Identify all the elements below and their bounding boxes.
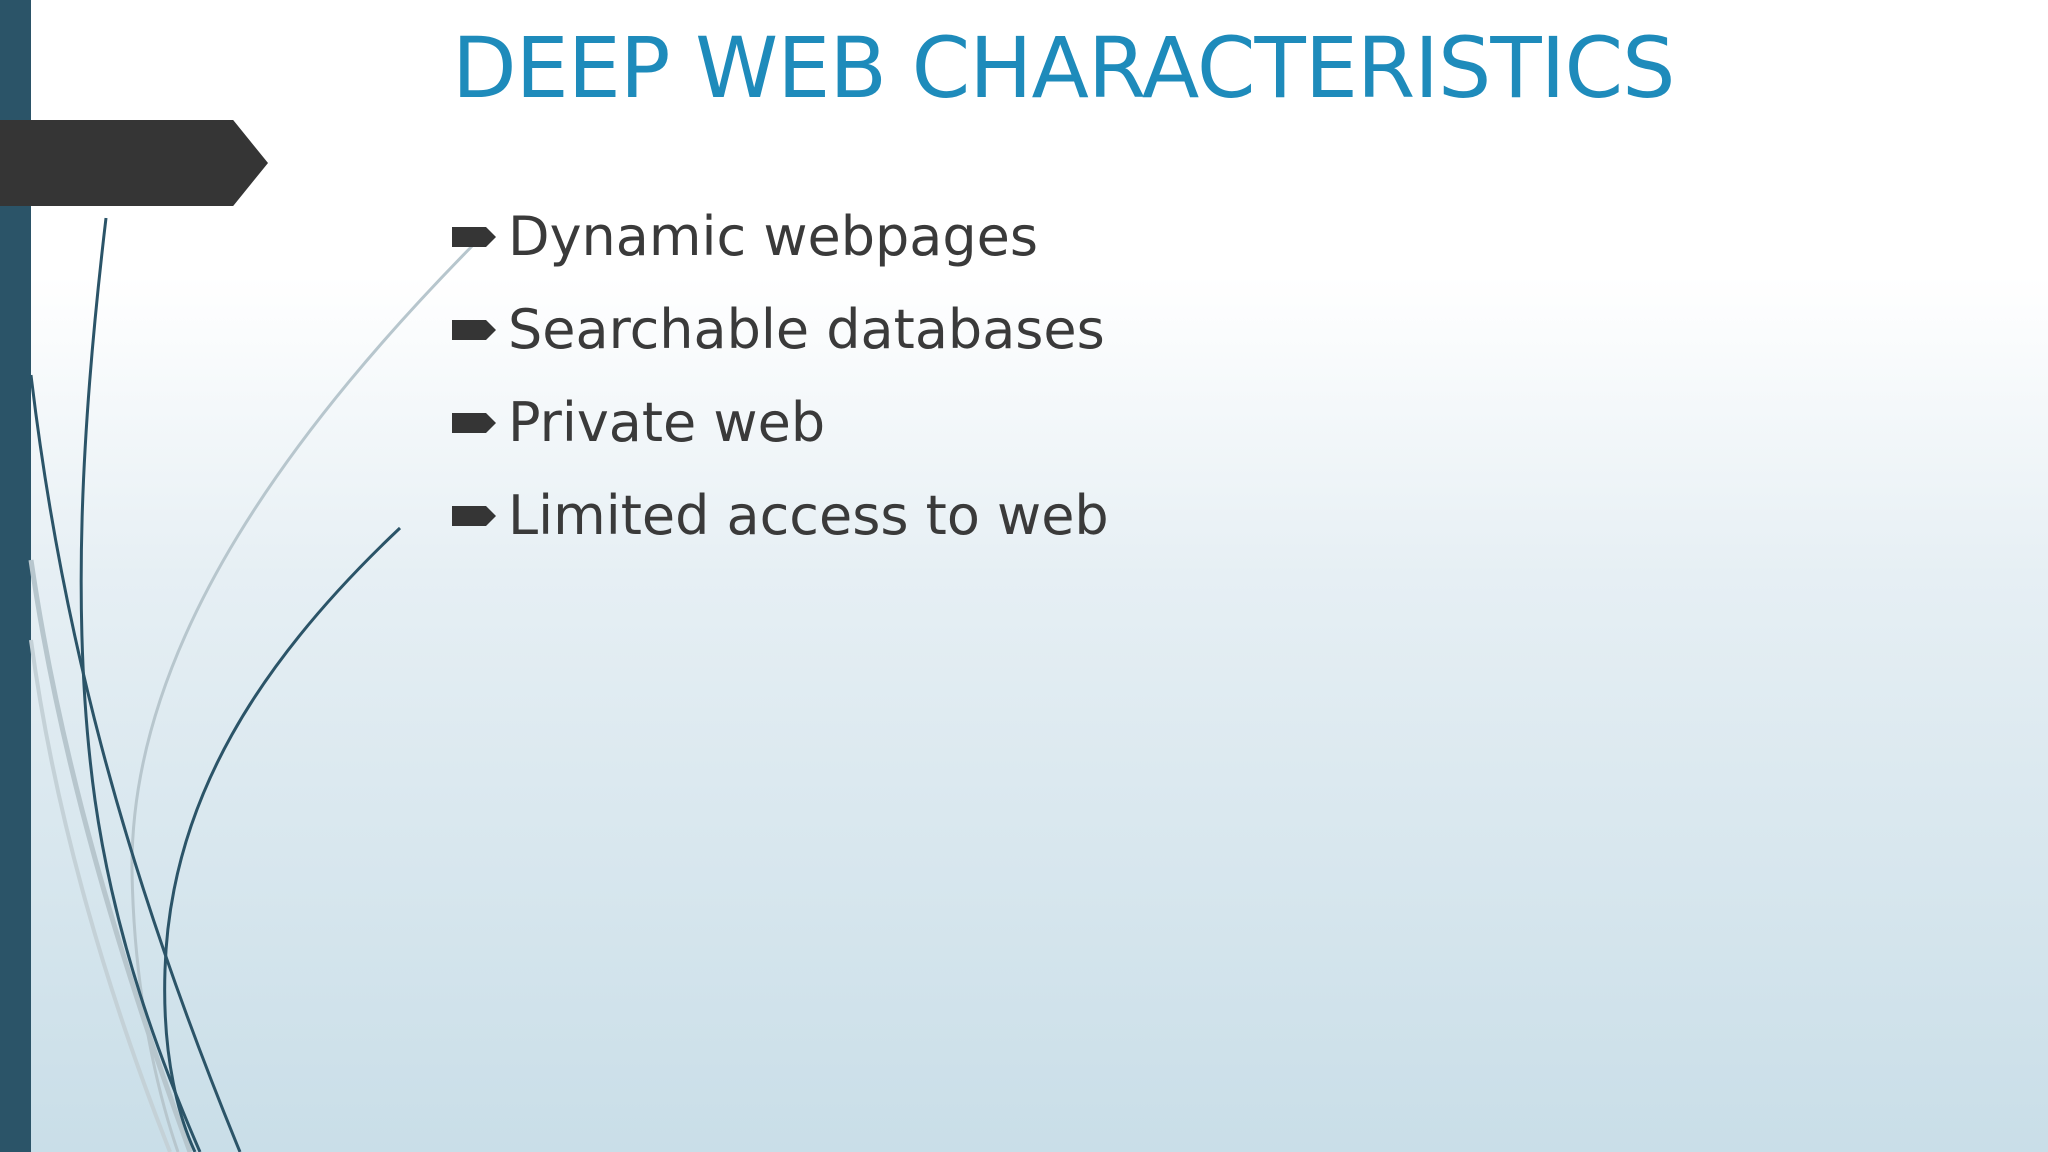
bullet-text: Searchable databases [508, 298, 1105, 361]
arrow-bullet-icon [452, 319, 496, 340]
slide-title: DEEP WEB CHARACTERISTICS [452, 19, 1675, 117]
bullet-item: Dynamic webpages [452, 190, 1109, 283]
bullet-text: Dynamic webpages [508, 205, 1038, 268]
arrow-bullet-icon [452, 505, 496, 526]
bullet-item: Searchable databases [452, 283, 1109, 376]
arrow-tab-shape [0, 120, 268, 206]
arrow-bullet-icon [452, 226, 496, 247]
bullet-text: Private web [508, 391, 826, 454]
bullet-text: Limited access to web [508, 484, 1109, 547]
bullet-list: Dynamic webpages Searchable databases Pr… [452, 190, 1109, 562]
bullet-item: Limited access to web [452, 469, 1109, 562]
arrow-bullet-icon [452, 412, 496, 433]
bullet-item: Private web [452, 376, 1109, 469]
